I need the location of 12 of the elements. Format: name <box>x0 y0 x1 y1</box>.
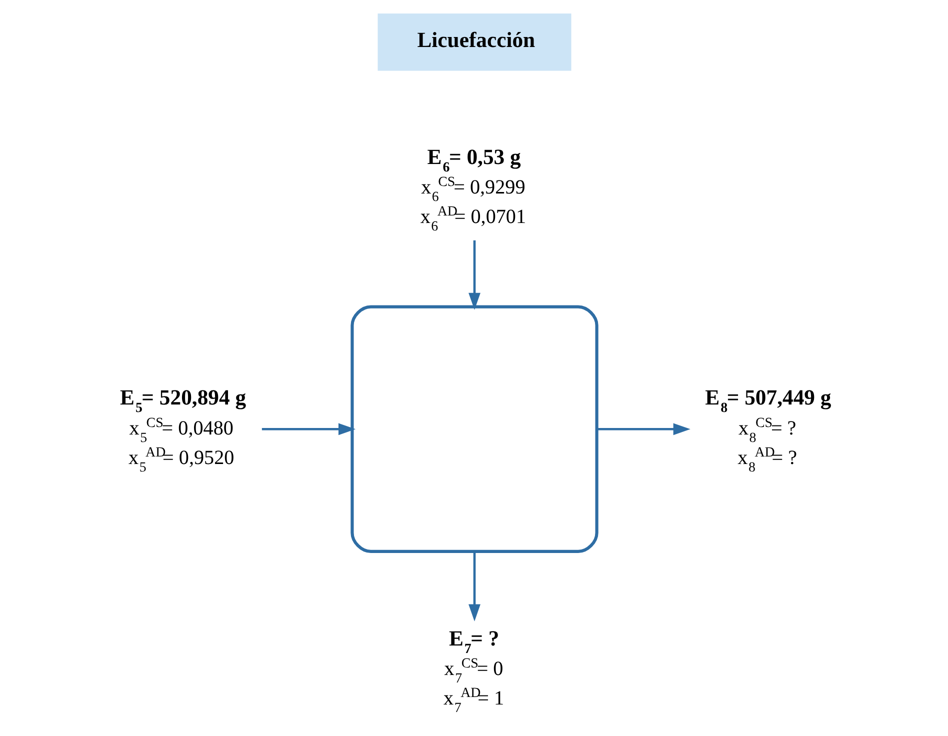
node-text: E$_{6}$= 0,53 g <box>426 144 520 176</box>
node-label: x$_{6}$$^{CS}$= 0,9299 <box>420 175 525 206</box>
node-text: E$_{8}$= 507,449 g <box>704 386 831 416</box>
node-text: E$_{5}$= 520,894 g <box>119 386 246 416</box>
node-label: x$_{8}$$^{CS}$= ? <box>738 416 796 446</box>
node-label: x$_{5}$$^{AD}$= 0,9520 <box>128 445 234 476</box>
node-text: E$_{7}$= ? <box>448 626 499 657</box>
node-label: x$_{6}$$^{AD}$= 0,0701 <box>420 204 526 235</box>
node-label: x$_{7}$$^{AD}$= 1 <box>443 686 504 716</box>
node-label: x$_{5}$$^{CS}$= 0,0480 <box>128 416 233 446</box>
node-label: x$_{7}$$^{CS}$= 0 <box>444 656 503 687</box>
node-label: x$_{8}$$^{AD}$= ? <box>737 445 797 476</box>
